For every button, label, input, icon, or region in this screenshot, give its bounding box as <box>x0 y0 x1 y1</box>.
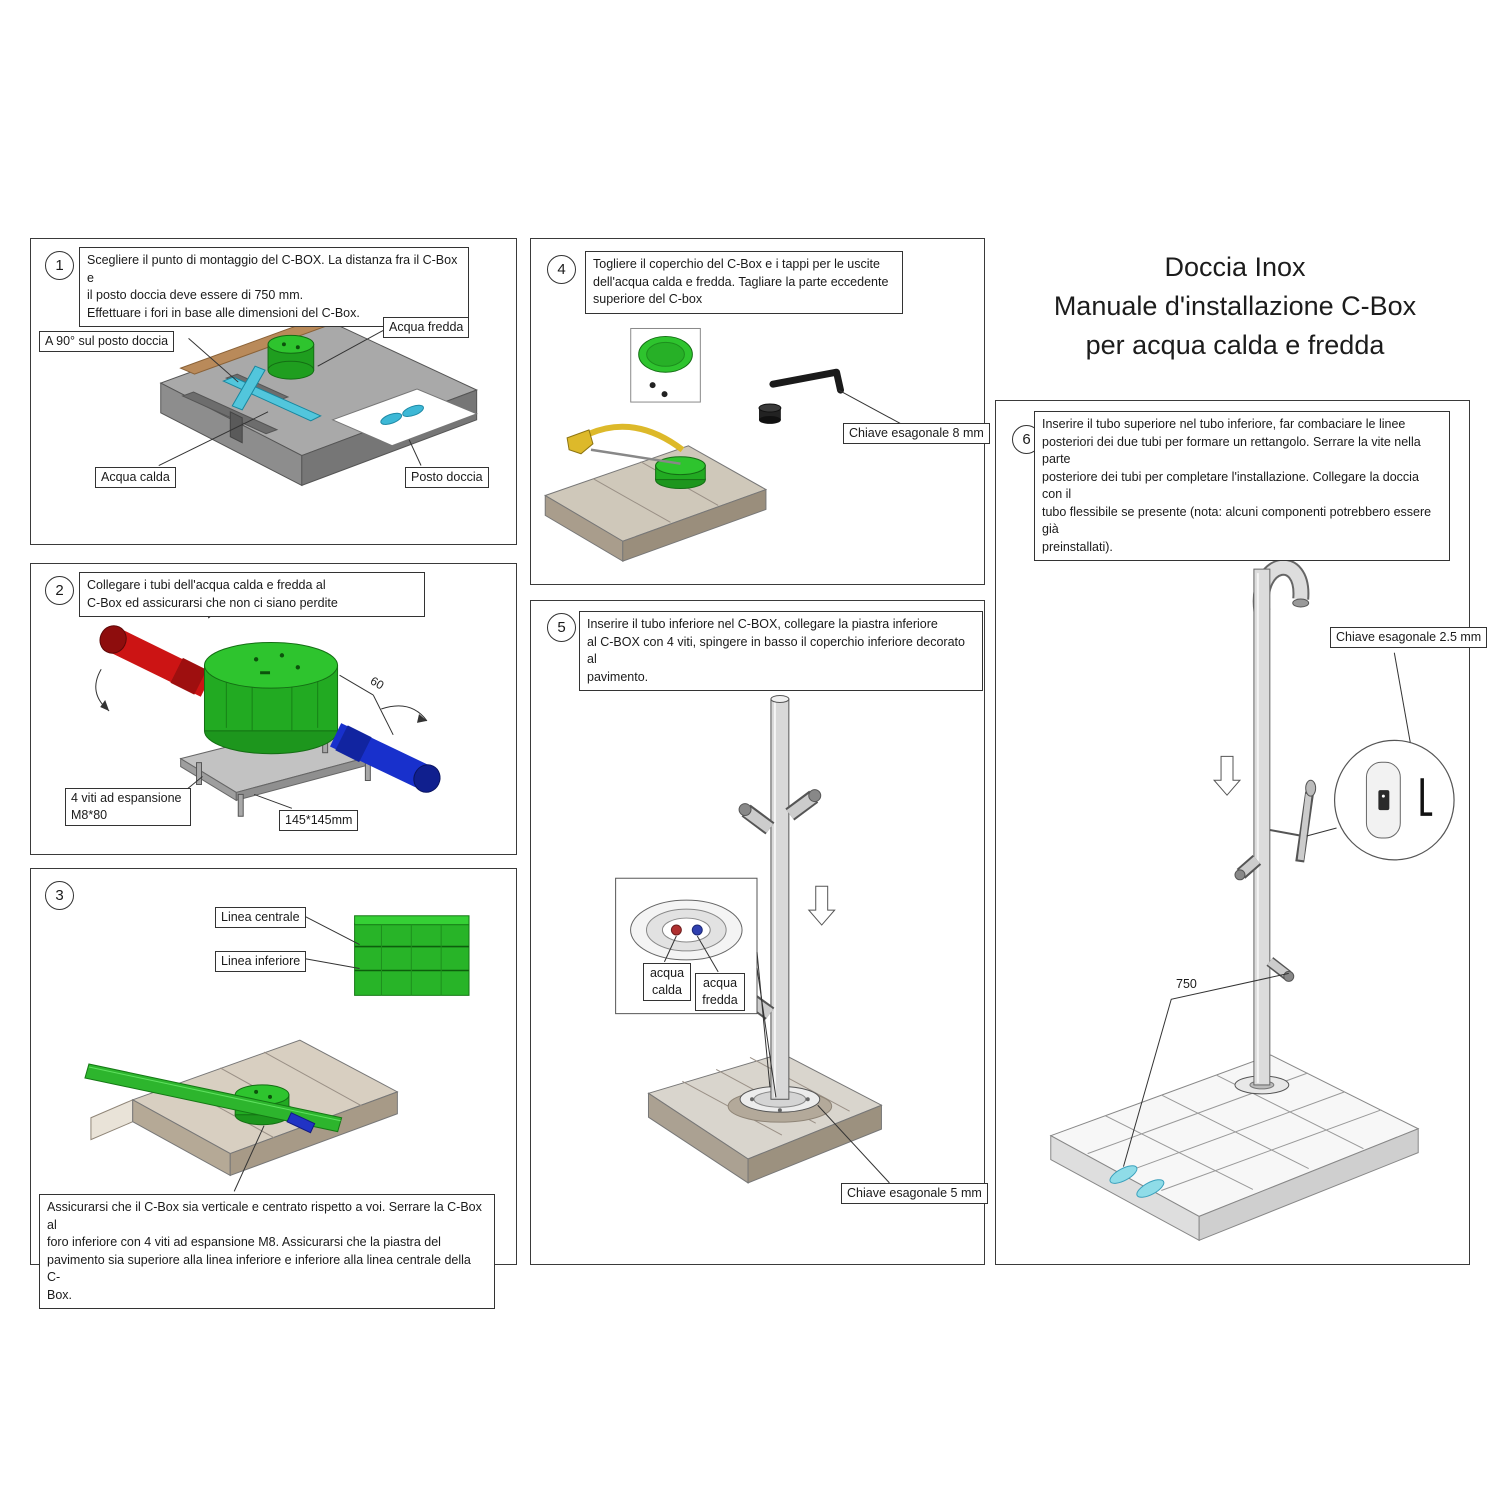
cbox-side-detail <box>354 915 470 996</box>
step-3-illustration <box>84 914 470 1192</box>
manual-title: Doccia Inox Manuale d'installazione C-Bo… <box>1015 248 1455 365</box>
cold-water-pipe <box>330 723 441 793</box>
label-lower-line: Linea inferiore <box>215 951 307 972</box>
label-shower-spot: Posto doccia <box>405 467 489 488</box>
label-cold-water: acqua fredda <box>695 973 745 1011</box>
label-distance-750: 750 <box>1176 977 1197 991</box>
hand-shower-wand <box>1269 779 1317 863</box>
step-5-illustration <box>615 695 890 1184</box>
label-plate-size: 145*145mm <box>279 810 359 831</box>
step-5-number: 5 <box>547 613 576 642</box>
title-line-1: Doccia Inox <box>1164 252 1306 282</box>
cbox-being-cut <box>655 456 706 490</box>
step-3-instructions: Assicurarsi che il C-Box sia verticale e… <box>39 1194 495 1309</box>
lower-pipe <box>770 695 790 1100</box>
down-arrow <box>1212 755 1242 796</box>
label-cold-water: Acqua fredda <box>383 317 470 338</box>
panel-step-3: 3 <box>30 868 517 1309</box>
panel-step-4: 4 Togliere il coperchio del C-Box e i ta… <box>530 238 990 585</box>
spirit-level <box>84 1063 343 1133</box>
step-4-illustration <box>544 327 902 563</box>
set-square <box>222 365 322 422</box>
step-4-number: 4 <box>547 255 576 284</box>
step-1-illustration <box>158 313 479 487</box>
step-5-instructions: Inserire il tubo inferiore nel C-BOX, co… <box>579 611 983 691</box>
step-6-illustration <box>1049 558 1455 1242</box>
step-2-instructions: Collegare i tubi dell'acqua calda e fred… <box>79 572 425 617</box>
hand-saw <box>566 423 685 465</box>
allen-key <box>769 368 844 394</box>
label-hex-key-8mm: Chiave esagonale 8 mm <box>843 423 990 444</box>
footprints <box>1109 1165 1165 1198</box>
leader-lines <box>756 951 890 1184</box>
mixer-detail-inset <box>1333 739 1455 861</box>
shower-spot <box>331 388 479 447</box>
step-2-number: 2 <box>45 576 74 605</box>
leader-lines <box>1122 652 1411 1167</box>
tiled-floor <box>1049 1054 1420 1242</box>
depth-dimension: 60 <box>339 674 394 736</box>
label-hex-key-2-5mm: Chiave esagonale 2.5 mm <box>1330 627 1488 648</box>
step-1-instructions: Scegliere il punto di montaggio del C-BO… <box>79 247 469 327</box>
step-3-number: 3 <box>45 881 74 910</box>
down-arrow <box>807 885 836 926</box>
cbox-lid <box>630 327 701 403</box>
leader-lines <box>838 389 902 425</box>
step-6-instructions: Inserire il tubo superiore nel tubo infe… <box>1034 411 1450 561</box>
panel-step-1: 1 Scegliere il punto di montaggio del C-… <box>30 238 517 545</box>
panel-step-2: 2 Collegare i tubi dell'acqua calda e fr… <box>30 563 517 855</box>
hot-water-pipe <box>99 625 213 697</box>
cold-stub <box>286 1112 316 1134</box>
step-2-illustration: 60 <box>95 601 441 817</box>
label-hot-water: Acqua calda <box>95 467 176 488</box>
label-hex-key-5mm: Chiave esagonale 5 mm <box>841 1183 988 1204</box>
label-square: A 90° sul posto doccia <box>39 331 175 352</box>
leader-lines <box>158 329 422 466</box>
cbox <box>203 641 339 755</box>
step-4-instructions: Togliere il coperchio del C-Box e i tapp… <box>585 251 903 314</box>
title-line-3: per acqua calda e fredda <box>1085 330 1385 361</box>
panel-step-6: 6 Inserire il tubo superiore nel tubo in… <box>995 400 1488 1265</box>
label-center-line: Linea centrale <box>215 907 306 928</box>
label-expansion-screws: 4 viti ad espansione M8*80 <box>65 788 191 826</box>
floor-slab <box>544 445 768 563</box>
leader-lines <box>233 914 360 1192</box>
label-hot-water: acqua calda <box>643 963 691 1001</box>
plug-cap <box>758 403 782 424</box>
step-1-number: 1 <box>45 251 74 280</box>
cbox <box>267 334 315 380</box>
title-line-2: Manuale d'installazione C-Box <box>1053 291 1417 322</box>
panel-step-5: 5 Inserire il tubo inferiore nel C-BOX, … <box>530 600 988 1265</box>
shower-column <box>1252 558 1310 1086</box>
depth-dimension-text: 60 <box>368 674 387 693</box>
pipe-connectors <box>1234 855 1295 982</box>
floor-slab <box>647 1052 883 1184</box>
